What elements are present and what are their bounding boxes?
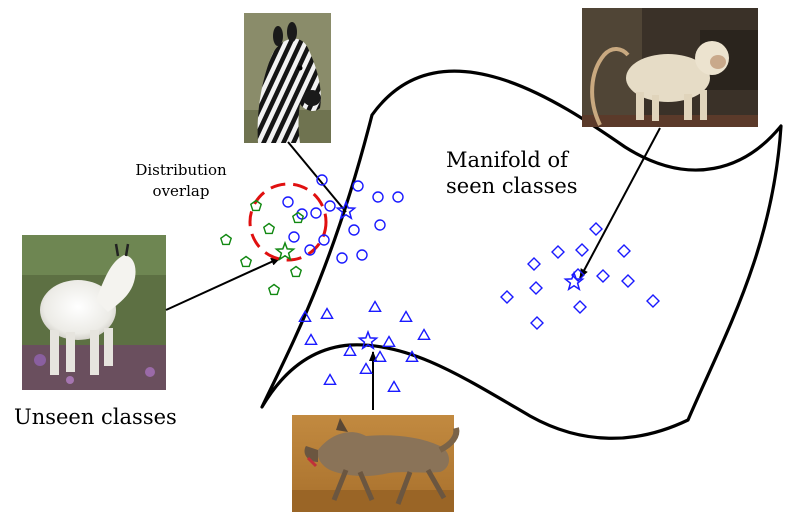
distribution-overlap-label: Distribution overlap bbox=[122, 160, 240, 202]
pentagon-marker bbox=[267, 283, 281, 296]
pentagon-marker bbox=[239, 255, 253, 268]
circle-marker bbox=[352, 180, 364, 192]
wolf-photo bbox=[292, 415, 460, 512]
diamond-marker bbox=[589, 222, 603, 236]
pentagon-marker bbox=[291, 211, 305, 224]
pentagon-marker bbox=[262, 222, 276, 235]
circle-marker bbox=[288, 231, 300, 243]
circle-marker bbox=[282, 196, 294, 208]
triangle-marker bbox=[359, 362, 373, 374]
circle-marker bbox=[356, 249, 368, 261]
circle-marker bbox=[316, 174, 328, 186]
wolf-prototype-star bbox=[357, 329, 379, 351]
triangle-marker bbox=[304, 333, 318, 345]
triangle-marker bbox=[417, 328, 431, 340]
diamond-marker bbox=[529, 281, 543, 295]
triangle-marker bbox=[343, 344, 357, 356]
circle-marker bbox=[372, 191, 384, 203]
overlap-circle bbox=[248, 182, 328, 262]
manifold-label-line1: Manifold of bbox=[446, 148, 568, 172]
triangle-marker bbox=[405, 350, 419, 362]
pentagon-marker bbox=[249, 199, 263, 212]
diamond-marker bbox=[646, 294, 660, 308]
diamond-marker bbox=[551, 245, 565, 259]
circle-marker bbox=[324, 200, 336, 212]
circle-marker bbox=[318, 234, 330, 246]
pentagon-marker bbox=[219, 233, 233, 246]
diamond-marker bbox=[500, 290, 514, 304]
manifold-label-line2: seen classes bbox=[446, 174, 578, 198]
circle-marker bbox=[392, 191, 404, 203]
triangle-marker bbox=[373, 350, 387, 362]
triangle-marker bbox=[382, 335, 396, 347]
diamond-marker bbox=[621, 274, 635, 288]
circle-marker bbox=[348, 224, 360, 236]
diamond-marker bbox=[596, 269, 610, 283]
circle-marker bbox=[374, 219, 386, 231]
monkey-prototype-star bbox=[563, 270, 585, 292]
pentagon-marker bbox=[289, 265, 303, 278]
diamond-marker bbox=[527, 257, 541, 271]
triangle-marker bbox=[323, 373, 337, 385]
mountain-goat-photo bbox=[22, 235, 166, 390]
diamond-marker bbox=[530, 316, 544, 330]
triangle-marker bbox=[399, 310, 413, 322]
goat-prototype-star bbox=[274, 240, 296, 262]
distribution-label-line2: overlap bbox=[152, 182, 210, 200]
circle-marker bbox=[310, 207, 322, 219]
zebra-photo bbox=[244, 13, 331, 143]
monkey-arrow bbox=[579, 127, 661, 279]
manifold-label: Manifold of seen classes bbox=[446, 147, 578, 199]
triangle-marker bbox=[387, 380, 401, 392]
zebra-prototype-star bbox=[335, 199, 357, 221]
triangle-marker bbox=[368, 300, 382, 312]
triangle-marker bbox=[298, 310, 312, 322]
distribution-label-line1: Distribution bbox=[135, 161, 227, 179]
goat-arrow bbox=[165, 257, 281, 311]
monkey-photo bbox=[582, 8, 758, 127]
zebra-pointer-line bbox=[287, 141, 347, 213]
unseen-classes-label: Unseen classes bbox=[14, 405, 177, 429]
cluster-markers bbox=[219, 174, 660, 392]
triangle-marker bbox=[320, 307, 334, 319]
diamond-marker bbox=[617, 244, 631, 258]
diamond-marker bbox=[573, 300, 587, 314]
circle-marker bbox=[296, 208, 308, 220]
circle-marker bbox=[304, 244, 316, 256]
circle-marker bbox=[336, 252, 348, 264]
diamond-marker bbox=[575, 243, 589, 257]
